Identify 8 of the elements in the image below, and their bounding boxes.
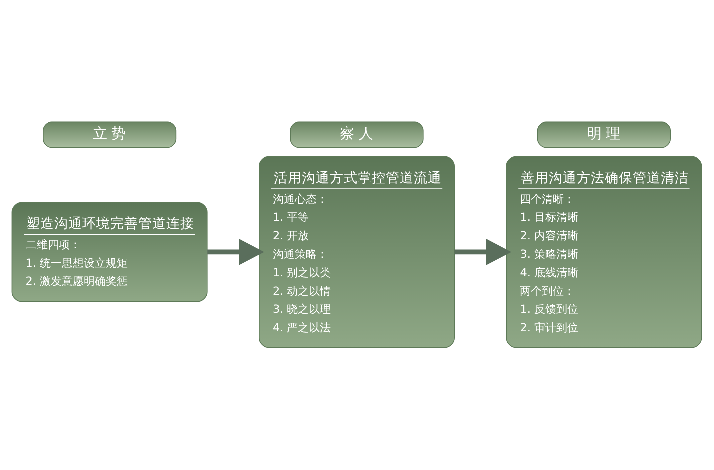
arrow <box>454 238 512 266</box>
node-box: 明 理 <box>537 122 671 148</box>
node-box: 察 人 <box>290 122 424 148</box>
node-box: 活用沟通方式掌控管道流通 沟通心态： 1. 平等 2. 开放 沟通策略： 1. 别之以类 2. 动之以情 3. 晓之以理 4. 严之以法 <box>259 156 455 348</box>
node-box: 立 势 <box>43 122 177 148</box>
node-box: 塑造沟通环境完善管道连接 二维四项： 1. 统一思想设立规矩 2. 激发意愿明确奖惩 <box>12 202 208 302</box>
arrow <box>208 238 264 266</box>
node-box: 善用沟通方法确保管道清洁 四个清晰： 1. 目标清晰 2. 内容清晰 3. 策略清晰 4. 底线清晰 两个到位： 1. 反馈到位 2. 审计到位 <box>506 156 702 348</box>
